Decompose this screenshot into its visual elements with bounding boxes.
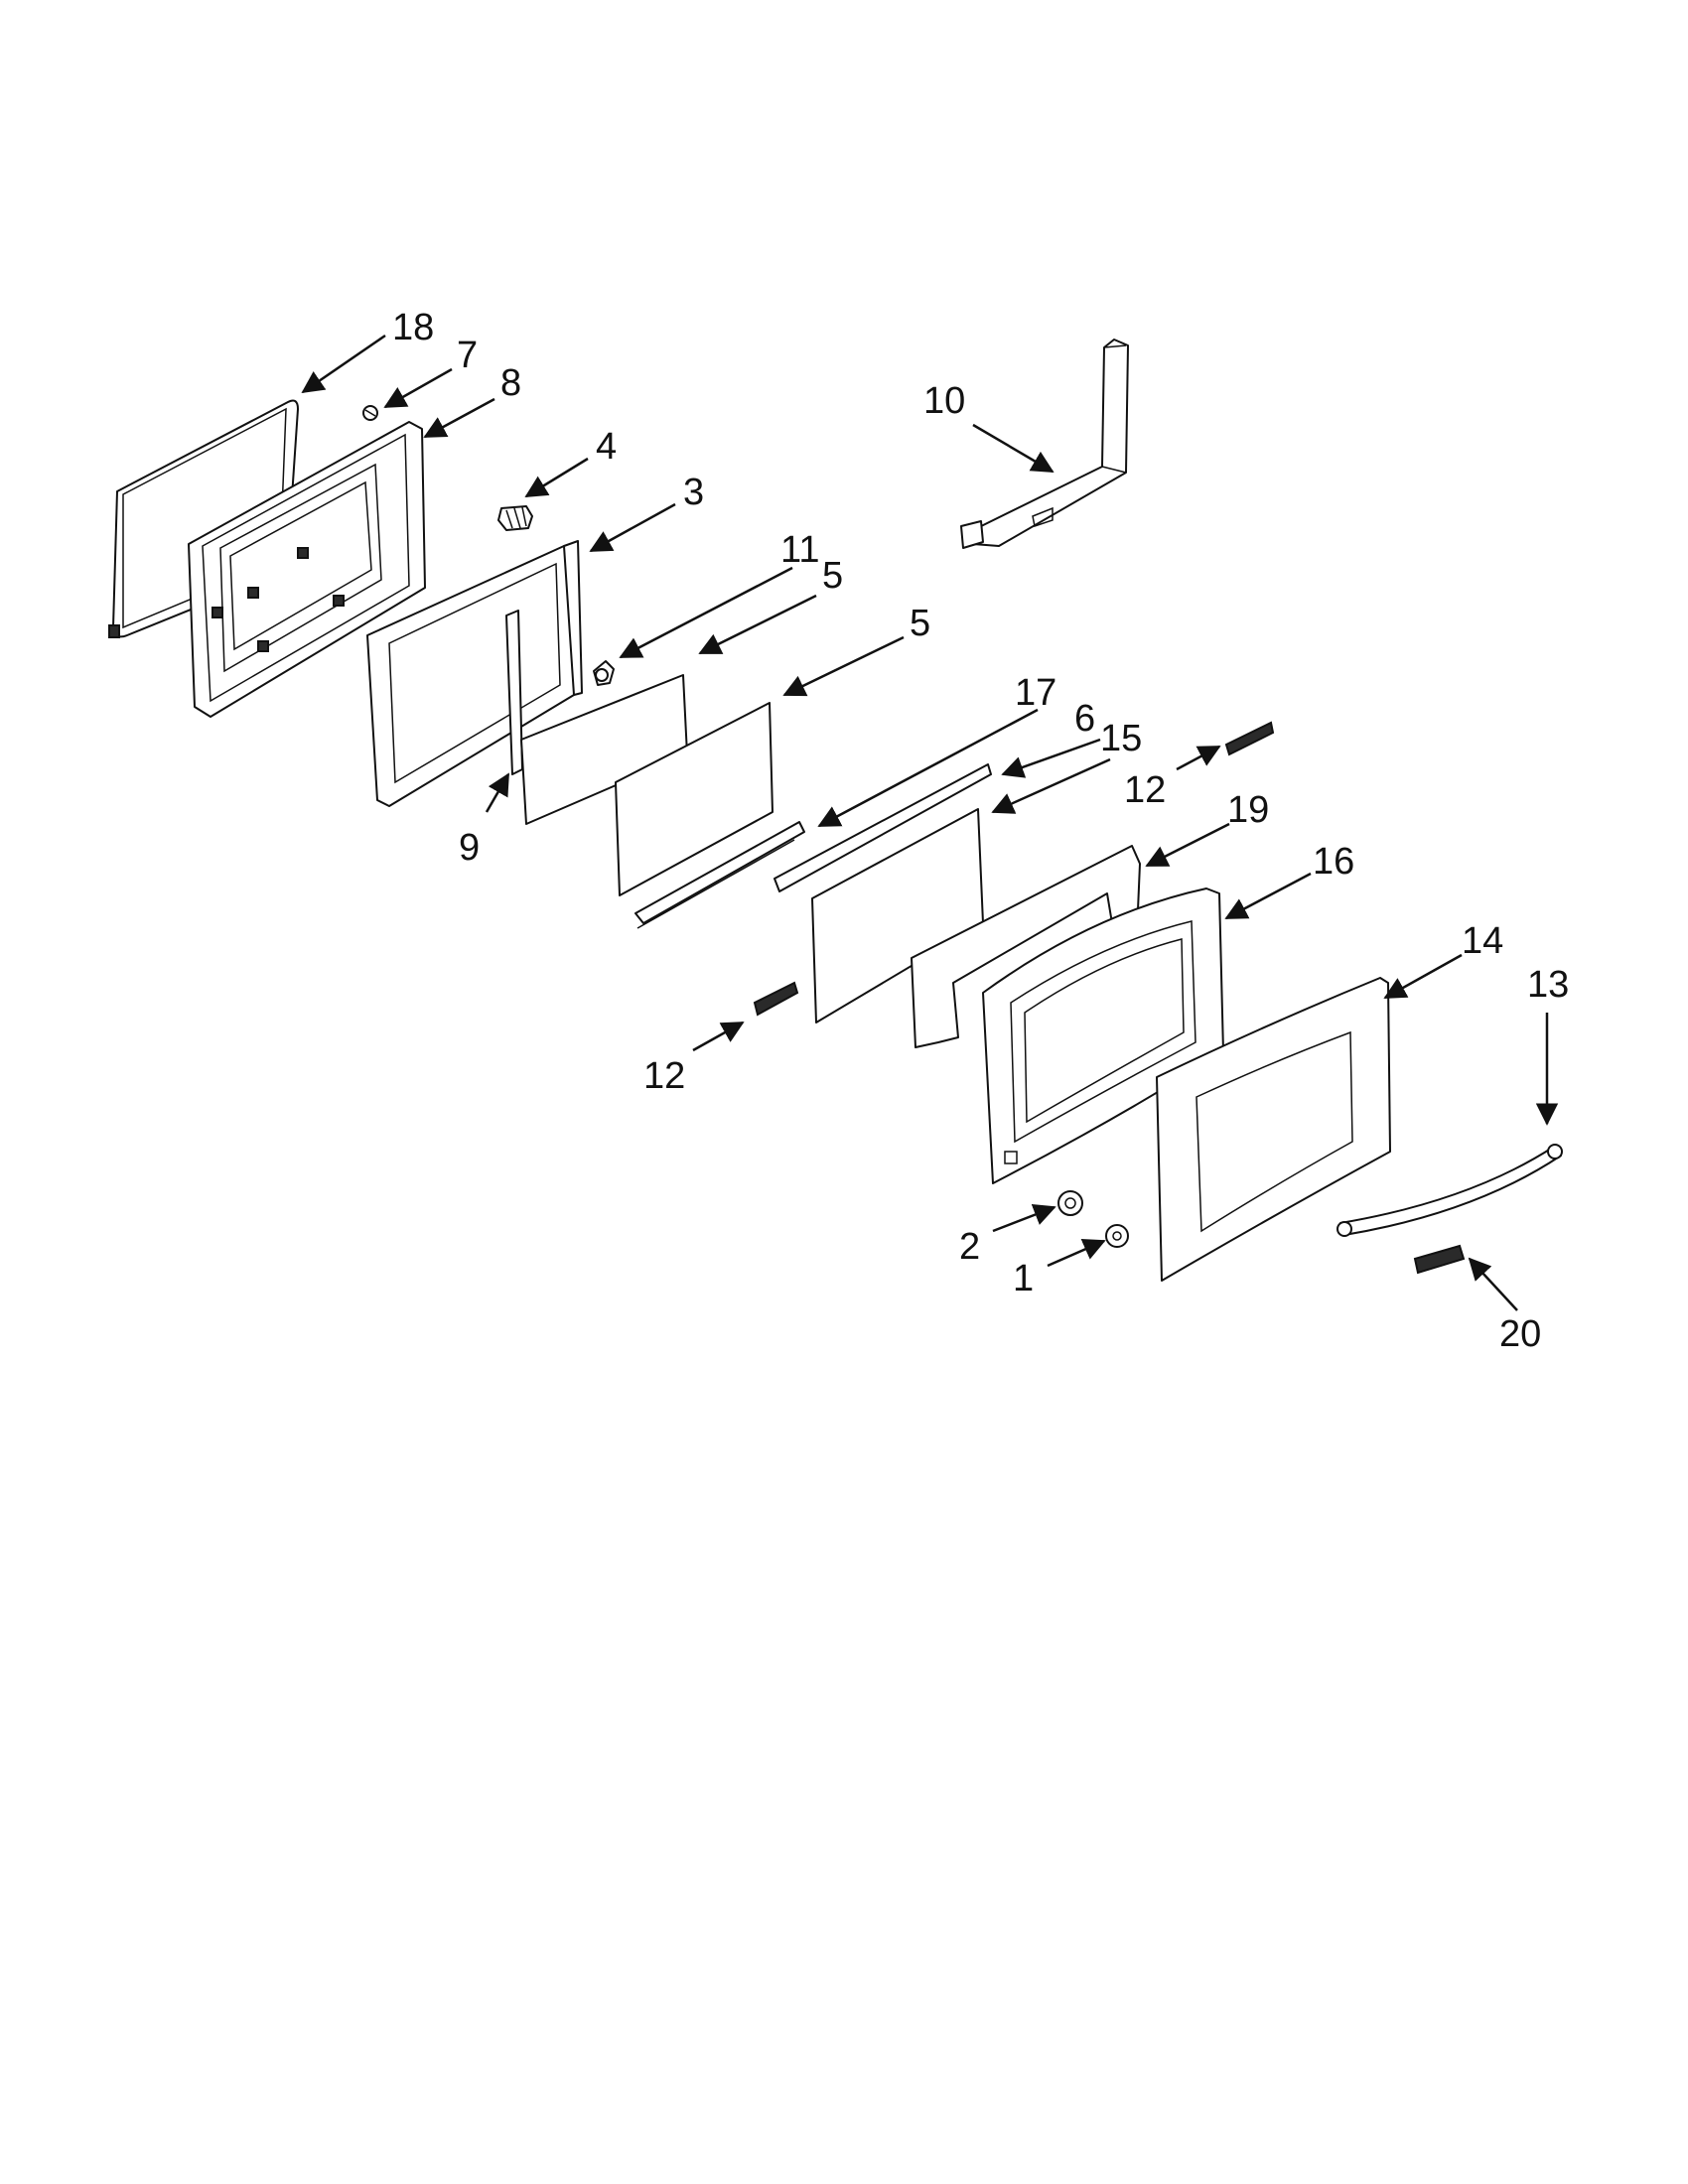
callout-2: 2: [959, 1226, 980, 1268]
callout-7: 7: [457, 335, 478, 376]
part-5-glass-panel-b: [615, 702, 774, 896]
callout-12a: 12: [1124, 769, 1166, 811]
callout-9: 9: [459, 827, 480, 869]
part-19-insulation: [911, 845, 1141, 1048]
part-13-door-handle: [1336, 1144, 1563, 1237]
part-2-nut: [1057, 1190, 1083, 1216]
callout-5b: 5: [910, 603, 930, 644]
callout-6: 6: [1074, 698, 1095, 740]
callout-17: 17: [1015, 672, 1056, 714]
callout-14: 14: [1462, 920, 1503, 962]
callout-3: 3: [683, 472, 704, 513]
part-14-front-glass-panel: [1156, 977, 1391, 1282]
callout-18: 18: [392, 307, 434, 348]
part-15-glass-panel: [811, 808, 984, 1024]
part-7-screw: [362, 405, 378, 421]
part-10-insulation-bracket: [960, 339, 1129, 549]
part-12-clip-bottom: [753, 981, 799, 1017]
part-1-washer: [1105, 1224, 1129, 1248]
callout-11: 11: [780, 529, 819, 571]
callout-13: 13: [1527, 964, 1569, 1006]
part-4-screw: [497, 505, 533, 531]
part-17-lower-channel: [634, 821, 805, 929]
callout-10: 10: [923, 380, 965, 422]
leader-lines: [301, 334, 1559, 1311]
callout-4: 4: [596, 426, 617, 468]
part-6-upper-channel: [774, 763, 992, 892]
callout-labels: 18 7 8 4 3 11 5 5 9 10 17 6 15 12 19 16 …: [392, 307, 1569, 1355]
part-3-door-liner: [366, 540, 583, 807]
callout-20: 20: [1499, 1313, 1541, 1355]
part-11-screw: [593, 660, 615, 686]
callout-1: 1: [1013, 1258, 1034, 1299]
callout-8: 8: [500, 362, 521, 404]
part-12-clip-top: [1224, 721, 1275, 756]
part-9-side-trim: [505, 610, 523, 775]
part-8-inner-door-frame: [188, 421, 426, 718]
callout-16: 16: [1313, 841, 1354, 883]
part-20-badge: [1413, 1244, 1466, 1275]
callout-5a: 5: [822, 555, 843, 597]
callout-12b: 12: [643, 1055, 685, 1097]
callout-19: 19: [1227, 789, 1269, 831]
callout-15: 15: [1100, 718, 1142, 759]
